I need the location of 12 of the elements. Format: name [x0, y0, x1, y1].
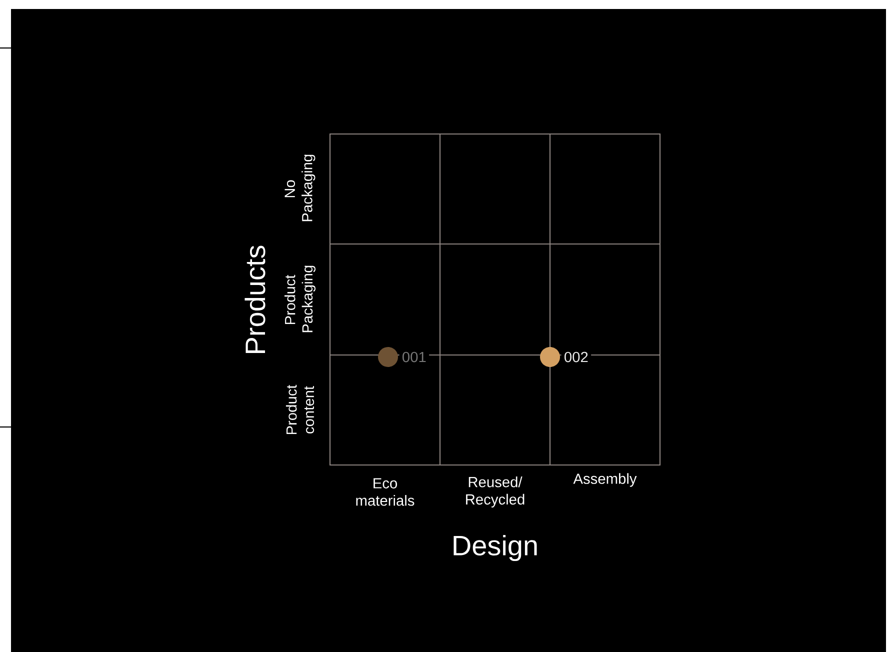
point-label: 001: [399, 349, 430, 365]
column-label: Assembly: [573, 473, 637, 487]
point-label: 002: [561, 349, 592, 365]
axis-title: Products: [244, 246, 266, 353]
dot-marker: [378, 347, 398, 367]
column-label: Eco materials: [356, 478, 414, 506]
row-label: Product Packaging: [284, 266, 316, 332]
axis-title: Design: [454, 534, 537, 562]
column-label: Reused/ Recycled: [466, 476, 524, 508]
dot-marker: [540, 347, 560, 367]
row-label: Product content: [286, 384, 314, 434]
row-label: No Packaging: [284, 154, 316, 222]
